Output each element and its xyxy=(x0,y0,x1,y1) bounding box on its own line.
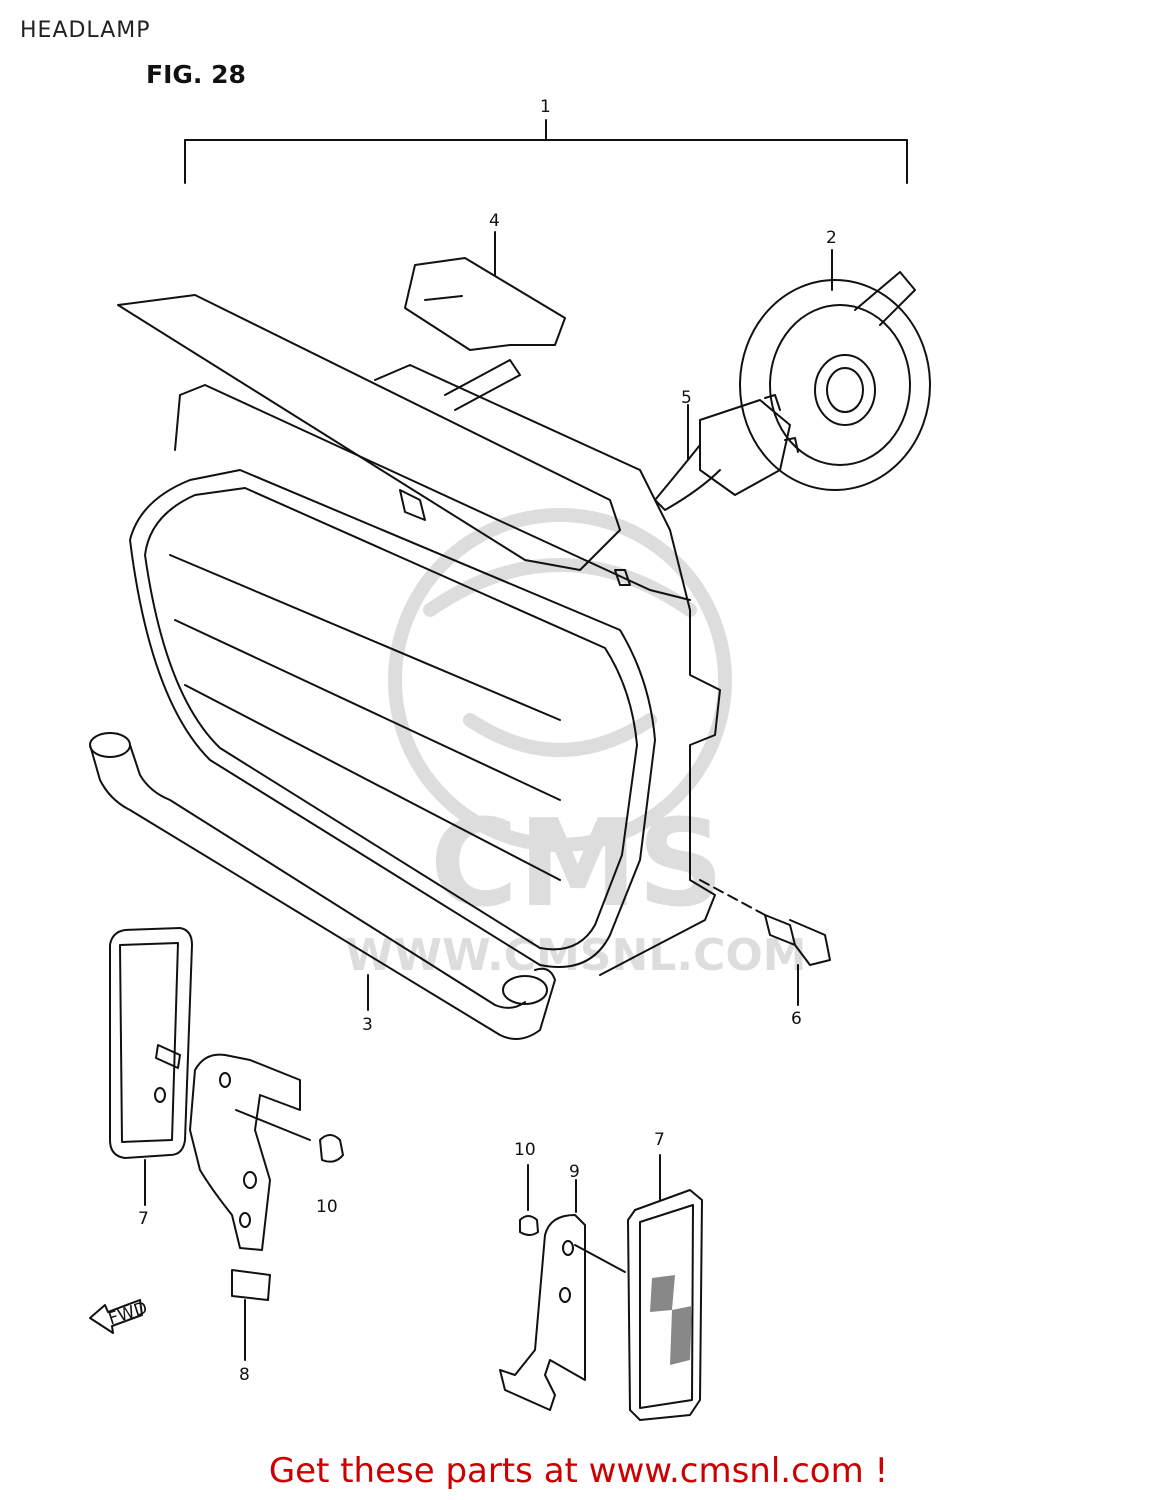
watermark: CMS WWW.CMSNL.COM xyxy=(345,508,807,981)
page-title: HEADLAMP xyxy=(20,18,151,43)
watermark-brand: CMS xyxy=(430,795,724,934)
fwd-direction-arrow: FWD xyxy=(89,1298,150,1334)
fwd-label: FWD xyxy=(106,1298,150,1329)
headlamp-housing xyxy=(117,294,721,976)
callout-7-right: 7 xyxy=(654,1130,665,1150)
part-3-lower-trim xyxy=(89,732,556,1040)
callout-3: 3 xyxy=(362,1015,373,1035)
figure-label: FIG. 28 xyxy=(146,60,246,89)
part-4-plate xyxy=(404,231,566,351)
callout-6: 6 xyxy=(791,1009,802,1029)
part-6-bolt xyxy=(699,879,831,1006)
callout-1: 1 xyxy=(540,97,551,117)
callout-8: 8 xyxy=(239,1365,250,1385)
callout-10-right: 10 xyxy=(514,1140,536,1160)
callout-9: 9 xyxy=(569,1162,580,1182)
callout-7-left: 7 xyxy=(138,1209,149,1229)
callout-2: 2 xyxy=(826,228,837,248)
callout-10-left: 10 xyxy=(316,1197,338,1217)
callout-4: 4 xyxy=(489,211,500,231)
left-reflector-assembly xyxy=(109,927,344,1361)
part-5-bulb xyxy=(654,394,799,511)
footer-shop-link[interactable]: Get these parts at www.cmsnl.com ! xyxy=(268,1451,889,1491)
part-2-socket-cover xyxy=(739,249,931,491)
right-reflector-assembly xyxy=(499,1154,703,1421)
assembly-bracket xyxy=(184,119,908,184)
watermark-url: WWW.CMSNL.COM xyxy=(345,930,807,981)
callout-5: 5 xyxy=(681,388,692,408)
